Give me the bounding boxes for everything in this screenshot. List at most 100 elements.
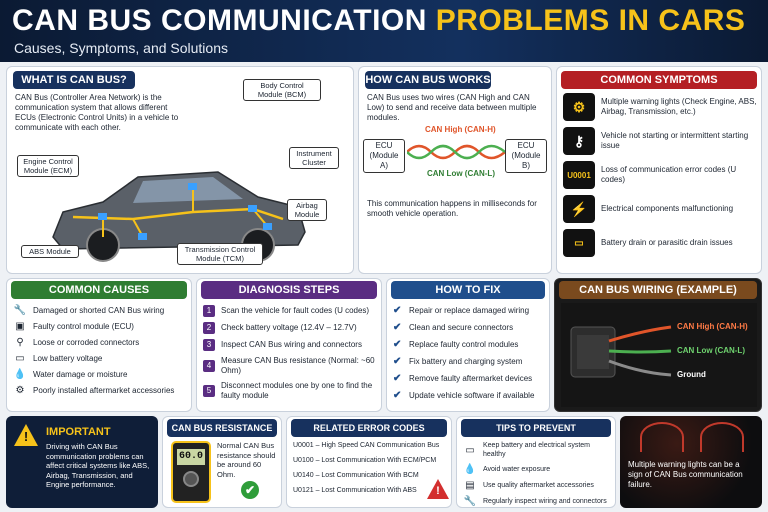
wrench-icon: 🔧 (13, 305, 27, 316)
check-icon: ✔ (393, 322, 402, 333)
dashboard-text: Multiple warning lights can be a sign of… (628, 460, 743, 489)
error-code-item: U0100 – Lost Communication With ECM/PCM (293, 457, 437, 464)
multimeter-icon: 60.0 (171, 441, 211, 503)
label-ecm: Engine Control Module (ECM) (17, 155, 79, 177)
wiring-can-low-label: CAN Low (CAN-L) (677, 346, 745, 355)
device-icon: ▤ (465, 480, 475, 491)
tips-to-prevent-panel: TIPS TO PREVENT ▭Keep battery and electr… (456, 416, 616, 508)
resistance-text: Normal CAN Bus resistance should be arou… (217, 441, 276, 479)
checkmark-icon: ✔ (241, 481, 259, 499)
label-airbag: Airbag Module (287, 199, 327, 221)
wrench-icon: 🔧 (463, 496, 477, 507)
check-icon: ✔ (393, 356, 402, 367)
common-causes-panel: COMMON CAUSES 🔧Damaged or shorted CAN Bu… (6, 278, 192, 412)
module-icon: ▣ (15, 321, 25, 332)
label-bcm: Body Control Module (BCM) (243, 79, 321, 101)
what-is-can-bus-panel: WHAT IS CAN BUS? CAN Bus (Controller Are… (6, 66, 354, 274)
fix-item: ✔Clean and secure connectors (393, 322, 514, 333)
tip-item: ▤Use quality aftermarket accessories (463, 480, 613, 491)
how-can-bus-works-title: HOW CAN BUS WORKS (365, 71, 491, 89)
cause-item: 🔧Damaged or shorted CAN Bus wiring (13, 305, 165, 316)
can-bus-wiring-panel: CAN BUS WIRING (EXAMPLE) CAN High (CAN-H… (554, 278, 762, 412)
related-error-codes-title: RELATED ERROR CODES (291, 419, 447, 437)
tips-list: ▭Keep battery and electrical system heal… (463, 441, 613, 507)
label-tcm: Transmission Control Module (TCM) (177, 243, 263, 265)
symptom-item: ▭Battery drain or parasitic drain issues (563, 229, 759, 257)
common-symptoms-title: COMMON SYMPTOMS (561, 71, 757, 89)
symptoms-list: ⚙Multiple warning lights (Check Engine, … (563, 93, 759, 257)
cause-item: ▭Low battery voltage (13, 353, 189, 364)
fix-item: ✔Replace faulty control modules (393, 339, 519, 350)
fix-list: ✔Repair or replace damaged wiring ✔Clean… (393, 305, 547, 401)
page-subtitle: Causes, Symptoms, and Solutions (14, 40, 228, 56)
tip-item: ▭Keep battery and electrical system heal… (463, 441, 613, 459)
important-text: Driving with CAN Bus communication probl… (46, 442, 150, 489)
wiring-ground-label: Ground (677, 370, 706, 379)
wiring-can-high-label: CAN High (CAN-H) (677, 322, 748, 331)
what-is-can-bus-description: CAN Bus (Controller Area Network) is the… (15, 93, 179, 132)
cause-item: ▣Faulty control module (ECU) (13, 321, 189, 332)
check-engine-icon: ⚙ (563, 93, 595, 121)
fix-item: ✔Fix battery and charging system (393, 356, 523, 367)
common-causes-title: COMMON CAUSES (11, 281, 187, 299)
key-icon: ⚷ (563, 127, 595, 155)
check-icon: ✔ (393, 305, 402, 316)
cause-item: 💧Water damage or moisture (13, 369, 128, 380)
check-icon: ✔ (393, 339, 402, 350)
gear-icon: ⚙ (15, 385, 25, 396)
error-code-item: U0121 – Lost Communication With ABS (293, 487, 417, 494)
check-icon: ✔ (393, 373, 402, 384)
tip-item: 💧Avoid water exposure (463, 464, 551, 475)
header-banner (0, 0, 768, 62)
fix-item: ✔Repair or replace damaged wiring (393, 305, 530, 316)
important-title: IMPORTANT (46, 426, 111, 438)
water-drop-icon: 💧 (13, 369, 27, 380)
connector-icon: ⚲ (16, 337, 24, 348)
how-to-fix-title: HOW TO FIX (391, 281, 545, 299)
fix-item: ✔Remove faulty aftermarket devices (393, 373, 533, 384)
how-description: CAN Bus uses two wires (CAN High and CAN… (367, 93, 537, 122)
lightning-icon: ⚡ (563, 195, 595, 223)
battery-icon: ▭ (563, 229, 595, 257)
dashboard-photo-panel: Multiple warning lights can be a sign of… (620, 416, 762, 508)
symptom-item: ⚷Vehicle not starting or intermittent st… (563, 127, 759, 155)
battery-icon: ▭ (465, 444, 475, 456)
water-drop-icon: 💧 (463, 464, 477, 475)
page-title: CAN BUS COMMUNICATION PROBLEMS IN CARS (12, 4, 746, 37)
battery-icon: ▭ (15, 353, 25, 364)
ecu-module-b: ECU (Module B) (505, 139, 547, 173)
tips-to-prevent-title: TIPS TO PREVENT (461, 419, 611, 437)
tip-item: 🔧Regularly inspect wiring and connectors (463, 496, 607, 507)
cause-item: ⚲Loose or corroded connectors (13, 337, 189, 348)
causes-list: 🔧Damaged or shorted CAN Bus wiring ▣Faul… (13, 305, 189, 396)
gauge-icon (700, 422, 744, 452)
can-high-label: CAN High (CAN-H) (425, 125, 496, 134)
diagnosis-steps-title: DIAGNOSIS STEPS (201, 281, 377, 299)
fix-item: ✔Update vehicle software if available (393, 390, 535, 401)
can-bus-wiring-title: CAN BUS WIRING (EXAMPLE) (559, 281, 757, 299)
how-can-bus-works-panel: HOW CAN BUS WORKS CAN Bus uses two wires… (358, 66, 552, 274)
symptom-item: ⚡Electrical components malfunctioning (563, 195, 759, 223)
can-bus-resistance-title: CAN BUS RESISTANCE (167, 419, 277, 437)
common-symptoms-panel: COMMON SYMPTOMS ⚙Multiple warning lights… (556, 66, 762, 274)
twisted-pair-diagram (407, 144, 505, 160)
error-code-item: U0001 – High Speed CAN Communication Bus (293, 442, 440, 449)
ecu-module-a: ECU (Module A) (363, 139, 405, 173)
check-icon: ✔ (393, 390, 402, 401)
label-instrument-cluster: Instrument Cluster (289, 147, 339, 169)
multimeter-reading: 60.0 (177, 449, 205, 465)
wiring-connector-photo (561, 303, 757, 407)
how-note: This communication happens in millisecon… (367, 199, 537, 218)
warning-icon: ! (14, 424, 38, 446)
label-abs: ABS Module (21, 245, 79, 258)
symptom-item: ⚙Multiple warning lights (Check Engine, … (563, 93, 759, 121)
error-codes-list: U0001 – High Speed CAN Communication Bus… (293, 441, 449, 495)
important-panel: ! IMPORTANT Driving with CAN Bus communi… (6, 416, 158, 508)
